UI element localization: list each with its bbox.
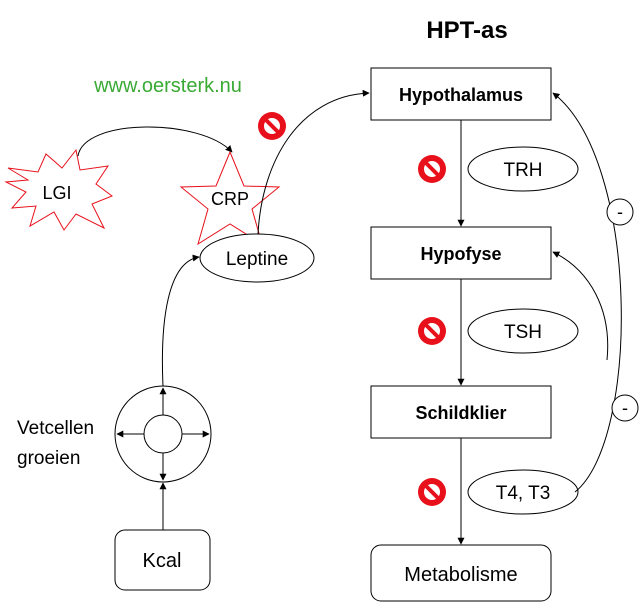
vetcellen-label-line2: groeien bbox=[17, 448, 80, 469]
stop-sign-icon bbox=[416, 315, 448, 347]
hypothalamus-label: Hypothalamus bbox=[399, 85, 523, 105]
hypofyse-label: Hypofyse bbox=[420, 244, 501, 264]
lgi-explosion-shape: LGI bbox=[4, 148, 114, 231]
feedback-arrow-to-hypofyse bbox=[552, 251, 609, 361]
trh-ellipse: TRH bbox=[467, 146, 579, 192]
crp-label: CRP bbox=[211, 189, 249, 209]
feedback-arrow-to-hypothalamus bbox=[552, 92, 622, 493]
arrow-fatcell-leptine bbox=[161, 254, 200, 387]
t4t3-label: T4, T3 bbox=[496, 483, 551, 504]
arrow-leptine-hypothalamus bbox=[257, 89, 370, 235]
fat-cell-shape bbox=[114, 385, 212, 483]
metabolisme-box: Metabolisme bbox=[370, 544, 552, 602]
leptine-ellipse: Leptine bbox=[199, 233, 315, 283]
schildklier-box: Schildklier bbox=[370, 385, 552, 439]
kcal-box: Kcal bbox=[114, 529, 211, 591]
stop-sign-icon bbox=[416, 153, 448, 185]
metabolisme-label: Metabolisme bbox=[404, 564, 517, 586]
t4t3-ellipse: T4, T3 bbox=[467, 469, 579, 515]
arrow-lgi-crp bbox=[77, 126, 233, 157]
stop-sign-icon bbox=[416, 476, 448, 508]
kcal-label: Kcal bbox=[143, 550, 182, 572]
stop-sign-icon bbox=[256, 110, 288, 142]
tsh-label: TSH bbox=[504, 322, 542, 343]
vetcellen-label-line1: Vetcellen bbox=[17, 418, 94, 439]
crp-star-shape bbox=[179, 150, 281, 246]
feedback-minus-top: - bbox=[606, 198, 634, 226]
hypothalamus-box: Hypothalamus bbox=[370, 67, 552, 121]
lgi-label: LGI bbox=[42, 183, 71, 203]
diagram-title: HPT-as bbox=[426, 17, 507, 44]
website-url: www.oersterk.nu bbox=[93, 75, 242, 97]
schildklier-label: Schildklier bbox=[415, 403, 506, 423]
hypofyse-box: Hypofyse bbox=[370, 226, 552, 280]
leptine-label: Leptine bbox=[226, 249, 288, 270]
minus-bottom-label: - bbox=[622, 398, 628, 418]
minus-top-label: - bbox=[617, 202, 623, 222]
trh-label: TRH bbox=[503, 160, 542, 181]
tsh-ellipse: TSH bbox=[467, 308, 579, 354]
feedback-minus-bottom: - bbox=[611, 394, 639, 422]
